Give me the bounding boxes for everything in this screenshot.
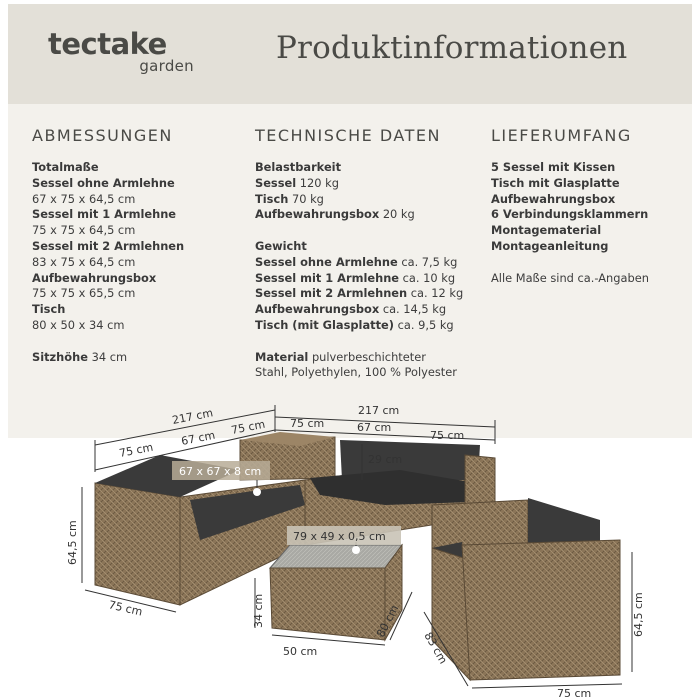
dim-value: 75 x 75 x 64,5 cm [32, 223, 136, 238]
delivery-column: LIEFERUMFANG 5 Sessel mit Kissen Tisch m… [491, 126, 686, 286]
box-top-label-bg [172, 461, 270, 480]
dimension-lines [81, 405, 633, 689]
delivery-item: Montagematerial [491, 223, 602, 238]
load-item-value: 70 kg [291, 191, 324, 206]
weight-row: Tisch (mit Glasplatte) ca. 9,5 kg [255, 318, 485, 334]
weight-item-value: ca. 12 kg [410, 286, 464, 301]
delivery-item: Aufbewahrungsbox [491, 191, 616, 206]
weight-row: Sessel ohne Armlehne ca. 7,5 kg [255, 255, 485, 271]
dimensions-column: ABMESSUNGEN Totalmaße Sessel ohne Armleh… [32, 126, 247, 365]
dim-label-right-75: 75 cm [290, 417, 324, 430]
weight-item-value: ca. 7,5 kg [401, 254, 458, 269]
delivery-item: Tisch mit Glasplatte [491, 175, 620, 190]
load-item-label: Sessel [255, 175, 297, 190]
weight-row: Sessel mit 2 Armlehnen ca. 12 kg [255, 286, 485, 302]
dimensions-heading: ABMESSUNGEN [32, 126, 173, 145]
load-row: Sessel 120 kg [255, 176, 485, 192]
weight-item-label: Sessel mit 1 Armlehne [255, 270, 400, 285]
weight-row: Sessel mit 1 Armlehne ca. 10 kg [255, 271, 485, 287]
measurement-note: Alle Maße sind ca.-Angaben [491, 270, 649, 285]
material-value-2: Stahl, Polyethylen, 100 % Polyester [255, 365, 457, 380]
specs-panel: ABMESSUNGEN Totalmaße Sessel ohne Armleh… [8, 104, 692, 438]
material-label: Material [255, 349, 309, 364]
dim-label-right-75b: 75 cm [430, 429, 464, 442]
armchair [431, 498, 621, 682]
dim-value: 75 x 75 x 65,5 cm [32, 286, 136, 301]
technical-heading: TECHNISCHE DATEN [255, 126, 441, 145]
dim-label-chair-width: 75 cm [557, 687, 591, 700]
glass-table [268, 543, 403, 642]
dim-value: 67 x 75 x 64,5 cm [32, 191, 136, 206]
dim-label-depth-left: 75 cm [107, 598, 143, 618]
header-banner: tectake garden Produktinformationen [8, 4, 692, 104]
logo-main: tectake [48, 27, 167, 61]
material-value: pulverbeschichteter [311, 349, 426, 364]
dim-label-box-top: 67 x 67 x 8 cm [179, 465, 261, 478]
load-item-label: Aufbewahrungsbox [255, 207, 380, 222]
weight-item-label: Tisch (mit Glasplatte) [255, 317, 394, 332]
load-item-value: 20 kg [382, 207, 415, 222]
total-label: Totalmaße [32, 160, 99, 174]
technical-column: TECHNISCHE DATEN Belastbarkeit Sessel 12… [255, 126, 485, 381]
dim-label: Tisch [32, 302, 66, 317]
weight-item-label: Aufbewahrungsbox [255, 302, 380, 317]
load-item-label: Tisch [255, 191, 289, 206]
material-row: Material pulverbeschichteter [255, 350, 485, 366]
marker-dot [352, 546, 360, 554]
dim-value: 80 x 50 x 34 cm [32, 317, 125, 332]
delivery-heading: LIEFERUMFANG [491, 126, 632, 145]
load-label: Belastbarkeit [255, 160, 342, 174]
dim-label-table-height: 34 cm [252, 594, 265, 628]
glass-label-bg [287, 526, 401, 545]
dim-label-right-67: 67 cm [357, 421, 391, 434]
dim-label-height-right: 64,5 cm [632, 592, 645, 637]
weight-row: Aufbewahrungsbox ca. 14,5 kg [255, 302, 485, 318]
seat-height: Sitzhöhe 34 cm [32, 350, 247, 366]
delivery-item: 6 Verbindungsklammern [491, 207, 649, 222]
dim-label-left-75: 75 cm [118, 441, 154, 460]
dim-label: Sessel mit 2 Armlehnen [32, 238, 185, 253]
dim-label-height-left: 64,5 cm [66, 520, 79, 565]
weight-item-label: Sessel mit 2 Armlehnen [255, 286, 408, 301]
logo-sub: garden [139, 57, 194, 75]
dim-label-left-75b: 75 cm [230, 418, 266, 437]
weight-item-label: Sessel ohne Armlehne [255, 254, 398, 269]
seat-height-label: Sitzhöhe [32, 349, 88, 364]
dim-label-top-left-total: 217 cm [171, 406, 214, 427]
dim-label-top-right-total: 217 cm [358, 404, 399, 417]
load-row: Tisch 70 kg [255, 192, 485, 208]
load-item-value: 120 kg [299, 175, 339, 190]
brand-logo: tectake garden [48, 28, 198, 75]
dim-label-back-height: 29 cm [368, 453, 402, 466]
load-row: Aufbewahrungsbox 20 kg [255, 207, 485, 223]
page-title: Produktinformationen [276, 30, 628, 66]
weight-label: Gewicht [255, 238, 307, 253]
dim-label: Sessel mit 1 Armlehne [32, 207, 177, 222]
delivery-item: Montageanleitung [491, 238, 609, 253]
dim-label-table-width: 50 cm [283, 645, 317, 658]
seat-height-value: 34 cm [91, 349, 128, 364]
marker-dot [253, 488, 261, 496]
dim-label-glass: 79 x 49 x 0,5 cm [293, 530, 386, 543]
weight-item-value: ca. 9,5 kg [397, 317, 454, 332]
furniture-illustration: 217 cm 75 cm 67 cm 75 cm 217 cm 75 cm 67… [66, 404, 645, 700]
delivery-item: 5 Sessel mit Kissen [491, 160, 616, 174]
dim-label-left-67: 67 cm [180, 429, 216, 448]
dim-value: 83 x 75 x 64,5 cm [32, 254, 136, 269]
weight-item-value: ca. 10 kg [402, 270, 456, 285]
dim-label: Sessel ohne Armlehne [32, 175, 175, 190]
dim-label: Aufbewahrungsbox [32, 270, 157, 285]
weight-item-value: ca. 14,5 kg [382, 302, 447, 317]
